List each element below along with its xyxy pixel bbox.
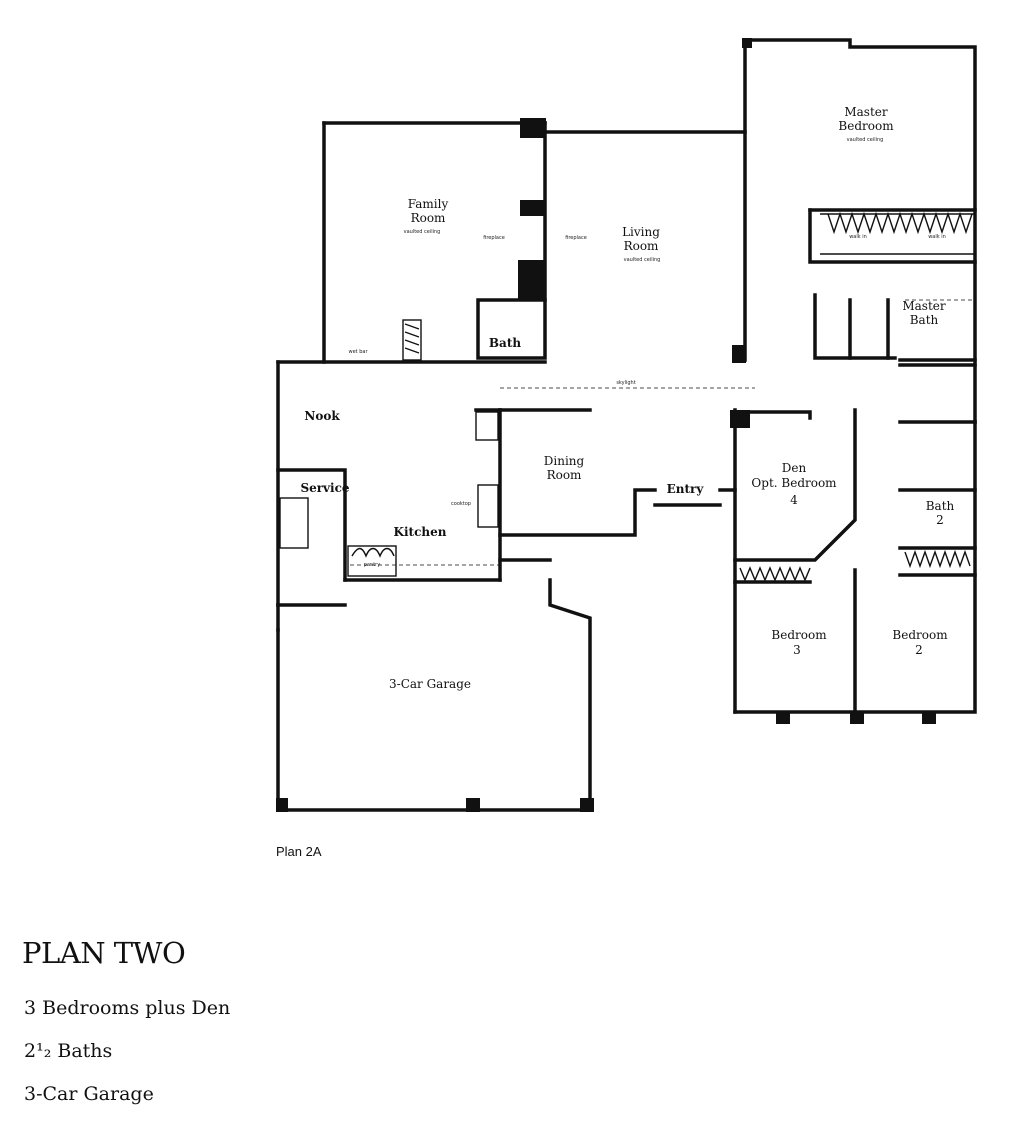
label-master-bedroom: Master [844,105,888,119]
label-den-2: Opt. Bedroom [751,476,837,490]
label-den: Den [782,461,807,475]
closets [279,211,975,582]
label-bedroom3: Bedroom [771,628,827,642]
label-nook: Nook [304,409,340,423]
label-dining-room: Dining [544,454,585,468]
note-skylight: skylight [616,380,635,386]
note-living-vaulted: vaulted ceiling [624,257,661,263]
label-bath2-2: 2 [936,513,944,527]
label-bedroom2: Bedroom [892,628,948,642]
label-garage: 3-Car Garage [389,677,471,691]
feature-baths: 2¹₂ Baths [24,1040,113,1062]
note-master-vaulted: vaulted ceiling [847,137,884,143]
label-kitchen: Kitchen [394,525,447,539]
label-living-room-2: Room [624,239,659,253]
label-dining-room-2: Room [547,468,582,482]
label-living-room: Living [622,225,660,239]
note-fireplace-2: fireplace [565,235,587,241]
feature-garage: 3-Car Garage [24,1083,154,1105]
note-wet-bar: wet bar [348,349,368,355]
label-bedroom2-2: 2 [915,643,923,657]
label-bath2: Bath [926,499,955,513]
label-family-room-2: Room [411,211,446,225]
label-master-bedroom-2: Bedroom [838,119,894,133]
label-entry: Entry [667,482,705,496]
room-labels: Family Room vaulted ceiling fireplace fi… [300,105,954,691]
walls [276,38,977,812]
label-family-room: Family [408,197,449,211]
wall-columns [276,38,936,812]
note-walk-in-1: walk in [849,234,867,240]
label-service: Service [300,481,349,495]
dashed-details [350,299,975,566]
note-fireplace-1: fireplace [483,235,505,241]
label-den-3: 4 [790,493,798,507]
label-bath: Bath [489,336,521,350]
note-family-vaulted: vaulted ceiling [404,229,441,235]
note-cooktop: cooktop [451,501,471,507]
plan-title: PLAN TWO [22,936,186,970]
plan-label: Plan 2A [276,844,322,859]
note-pantry: pantry [364,562,380,568]
note-walk-in-2: walk in [928,234,946,240]
label-master-bath-2: Bath [910,313,939,327]
label-master-bath: Master [902,299,946,313]
feature-bedrooms: 3 Bedrooms plus Den [24,997,231,1019]
label-bedroom3-2: 3 [793,643,801,657]
